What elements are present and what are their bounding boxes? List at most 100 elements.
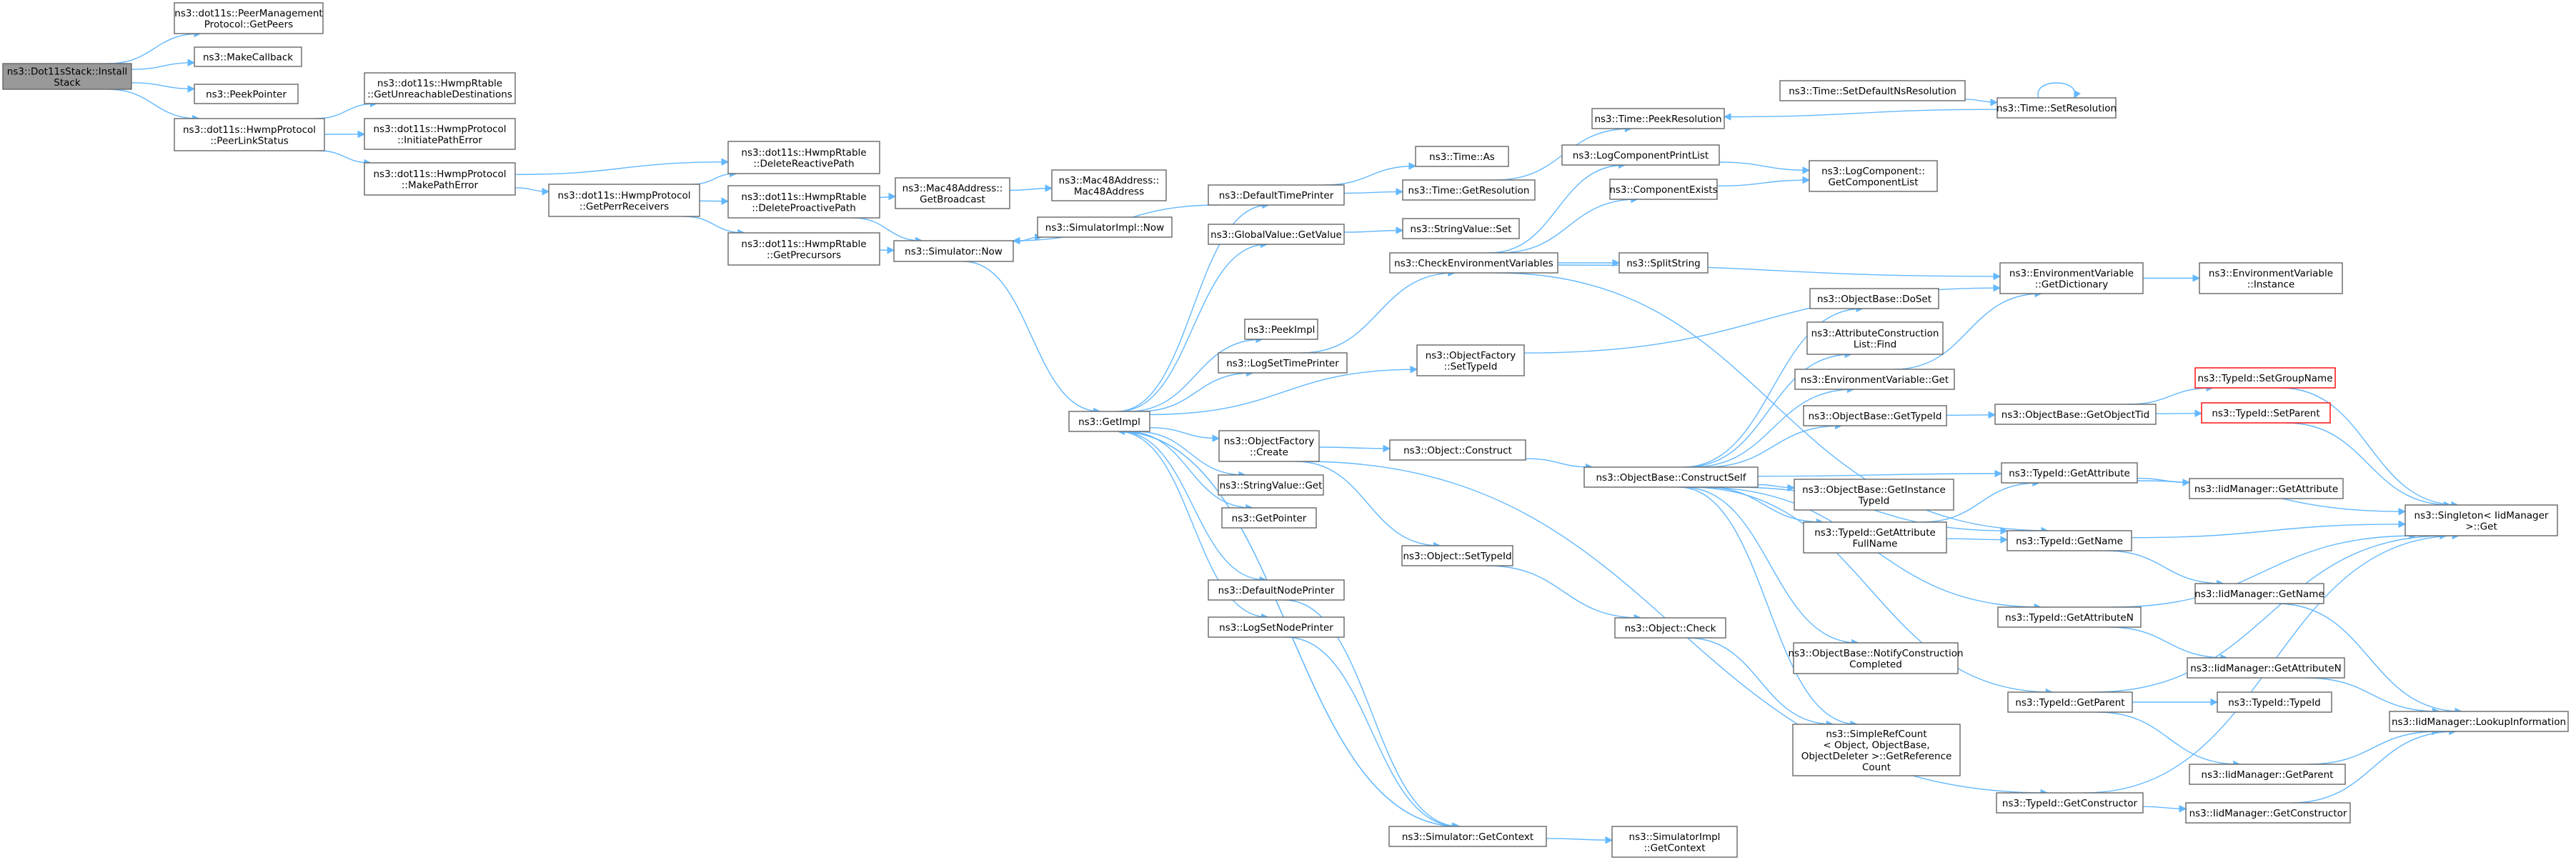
node-objcheck[interactable]: ns3::Object::Check	[1614, 617, 1726, 639]
node-label: ns3::LogComponentPrintList	[1573, 150, 1709, 161]
node-simimplnow[interactable]: ns3::SimulatorImpl::Now	[1037, 216, 1173, 238]
edge-makepatherr-to-getperr	[514, 187, 550, 196]
edge-getimpl-to-ofcreate	[1149, 427, 1220, 443]
node-label: ns3::TypeId::TypeId	[2228, 697, 2321, 709]
node-logsetnode[interactable]: ns3::LogSetNodePrinter	[1208, 616, 1345, 638]
node-peekimpl[interactable]: ns3::PeekImpl	[1244, 319, 1318, 340]
node-getprecursors[interactable]: ns3::dot11s::HwmpRtable::GetPrecursors	[727, 232, 880, 266]
node-svget[interactable]: ns3::StringValue::Get	[1218, 474, 1324, 496]
node-tidgetname[interactable]: ns3::TypeId::GetName	[2006, 530, 2132, 551]
node-envgetdict[interactable]: ns3::EnvironmentVariable::GetDictionary	[1999, 262, 2144, 294]
node-peekpointer[interactable]: ns3::PeekPointer	[194, 84, 299, 104]
node-ofcreate[interactable]: ns3::ObjectFactory::Create	[1218, 430, 1320, 462]
node-splitstring[interactable]: ns3::SplitString	[1618, 252, 1709, 274]
node-getpointer[interactable]: ns3::GetPointer	[1221, 507, 1317, 529]
node-envinstance[interactable]: ns3::EnvironmentVariable::Instance	[2199, 262, 2343, 294]
node-objsettypeid[interactable]: ns3::Object::SetTypeId	[1401, 545, 1513, 566]
node-tidgetctor[interactable]: ns3::TypeId::GetConstructor	[1996, 792, 2144, 814]
node-box	[2389, 711, 2569, 732]
node-singletonget[interactable]: ns3::Singleton< IidManager>::Get	[2405, 504, 2558, 536]
node-label: ns3::LogSetTimePrinter	[1226, 358, 1339, 369]
node-box	[2007, 691, 2133, 713]
arrowhead-icon	[1396, 188, 1404, 196]
node-iidgetctor[interactable]: ns3::IidManager::GetConstructor	[2185, 802, 2351, 824]
node-box	[1994, 404, 2157, 425]
node-delreactive[interactable]: ns3::dot11s::HwmpRtable::DeleteReactiveP…	[727, 141, 880, 174]
arrowhead-icon	[1802, 166, 1811, 174]
node-label: >::Get	[2465, 521, 2497, 532]
node-compexists[interactable]: ns3::ComponentExists	[1609, 179, 1718, 200]
node-simimplgetctx[interactable]: ns3::SimulatorImpl::GetContext	[1611, 826, 1738, 858]
node-getbroadcast[interactable]: ns3::Mac48Address::GetBroadcast	[895, 177, 1010, 209]
node-timeas[interactable]: ns3::Time::As	[1415, 146, 1509, 167]
node-label: ns3::PeekImpl	[1248, 324, 1316, 336]
node-obnotify[interactable]: ns3::ObjectBase::NotifyConstructionCompl…	[1788, 642, 1964, 674]
node-delproactive[interactable]: ns3::dot11s::HwmpRtable::DeleteProactive…	[727, 185, 880, 219]
node-checkenv[interactable]: ns3::CheckEnvironmentVariables	[1389, 252, 1558, 274]
node-box	[1208, 184, 1345, 206]
node-tidgetattr[interactable]: ns3::TypeId::GetAttribute	[2001, 462, 2138, 484]
node-makecallback[interactable]: ns3::MakeCallback	[194, 46, 302, 67]
node-label: ::GetPrecursors	[767, 249, 841, 261]
arrowhead-icon	[2000, 536, 2009, 544]
node-tidsetparent[interactable]: ns3::TypeId::SetParent	[2201, 402, 2331, 424]
node-box	[727, 185, 880, 219]
node-obconstructself[interactable]: ns3::ObjectBase::ConstructSelf	[1583, 466, 1759, 488]
node-label: ns3::dot11s::HwmpRtable	[741, 191, 866, 203]
node-tidtypeid[interactable]: ns3::TypeId::TypeId	[2217, 691, 2332, 713]
node-box	[1794, 369, 1955, 390]
node-obgettypeid[interactable]: ns3::ObjectBase::GetTypeId	[1803, 405, 1947, 426]
node-label: ns3::ComponentExists	[1609, 184, 1717, 196]
node-iidgetattr[interactable]: ns3::IidManager::GetAttribute	[2189, 478, 2344, 499]
node-svset[interactable]: ns3::StringValue::Set	[1402, 218, 1520, 239]
node-getimpl[interactable]: ns3::GetImpl	[1068, 411, 1150, 432]
node-timegetres[interactable]: ns3::Time::GetResolution	[1402, 179, 1536, 201]
node-getunreach[interactable]: ns3::dot11s::HwmpRtable::GetUnreachableD…	[364, 72, 516, 104]
node-simgetctx[interactable]: ns3::Simulator::GetContext	[1388, 826, 1547, 847]
node-logcompprintlist[interactable]: ns3::LogComponentPrintList	[1561, 144, 1720, 166]
node-iidgetparent[interactable]: ns3::IidManager::GetParent	[2189, 764, 2346, 785]
node-tidgetparent[interactable]: ns3::TypeId::GetParent	[2007, 691, 2133, 713]
arrowhead-icon	[1787, 484, 1796, 492]
node-setres[interactable]: ns3::Time::SetResolution	[1996, 97, 2117, 119]
node-iidgetattrn[interactable]: ns3::IidManager::GetAttributeN	[2187, 657, 2345, 679]
node-label: ns3::TypeId::GetAttribute	[2009, 468, 2130, 479]
node-ofsettypeid[interactable]: ns3::ObjectFactory::SetTypeId	[1416, 344, 1525, 376]
node-peerlinkstatus[interactable]: ns3::dot11s::HwmpProtocol::PeerLinkStatu…	[174, 118, 325, 151]
node-logcompgetlist[interactable]: ns3::LogComponent::GetComponentList	[1809, 160, 1938, 192]
arrowhead-icon	[2192, 274, 2201, 282]
node-peekres[interactable]: ns3::Time::PeekResolution	[1591, 108, 1725, 129]
node-getperr[interactable]: ns3::dot11s::HwmpProtocol::GetPerrReceiv…	[548, 184, 700, 217]
node-srcgetref[interactable]: ns3::SimpleRefCount< Object, ObjectBase,…	[1792, 724, 1961, 776]
node-box	[1591, 108, 1725, 129]
node-simnow[interactable]: ns3::Simulator::Now	[893, 240, 1014, 262]
node-mac48[interactable]: ns3::Mac48Address::Mac48Address	[1051, 169, 1167, 201]
edge-checkenv-to-splitstring	[1558, 259, 1621, 267]
node-deftimeprinter[interactable]: ns3::DefaultTimePrinter	[1208, 184, 1345, 206]
edge-tidgetattrn-to-iidgetattrn	[2108, 626, 2228, 662]
node-label: ::SetTypeId	[1444, 361, 1498, 372]
node-tidsetgroup[interactable]: ns3::TypeId::SetGroupName	[2194, 367, 2336, 389]
node-makepatherr[interactable]: ns3::dot11s::HwmpProtocol::MakePathError	[364, 162, 516, 196]
node-setdefnsres[interactable]: ns3::Time::SetDefaultNsResolution	[1779, 80, 1966, 101]
node-objconstruct[interactable]: ns3::Object::Construct	[1389, 439, 1526, 461]
node-gvgetvalue[interactable]: ns3::GlobalValue::GetValue	[1208, 224, 1345, 245]
node-label: ns3::Object::SetTypeId	[1403, 551, 1511, 562]
node-box	[1793, 642, 1959, 674]
node-defnodeprinter[interactable]: ns3::DefaultNodePrinter	[1208, 579, 1345, 601]
node-label: TypeId	[1858, 495, 1890, 506]
node-obgetobjtid[interactable]: ns3::ObjectBase::GetObjectTid	[1994, 404, 2157, 425]
node-tidgetattrn[interactable]: ns3::TypeId::GetAttributeN	[1997, 606, 2142, 628]
node-envget[interactable]: ns3::EnvironmentVariable::Get	[1794, 369, 1955, 390]
node-iidgetname[interactable]: ns3::IidManager::GetName	[2194, 583, 2324, 604]
node-box	[1803, 405, 1947, 426]
node-box	[364, 162, 516, 196]
node-pm_getpeers[interactable]: ns3::dot11s::PeerManagementProtocol::Get…	[174, 2, 324, 34]
node-obdoset[interactable]: ns3::ObjectBase::DoSet	[1809, 288, 1939, 309]
node-iidlookup[interactable]: ns3::IidManager::LookupInformation	[2389, 711, 2569, 732]
node-initpatherr[interactable]: ns3::dot11s::HwmpProtocol::InitiatePathE…	[364, 118, 516, 150]
node-logsettime[interactable]: ns3::LogSetTimePrinter	[1218, 352, 1348, 374]
